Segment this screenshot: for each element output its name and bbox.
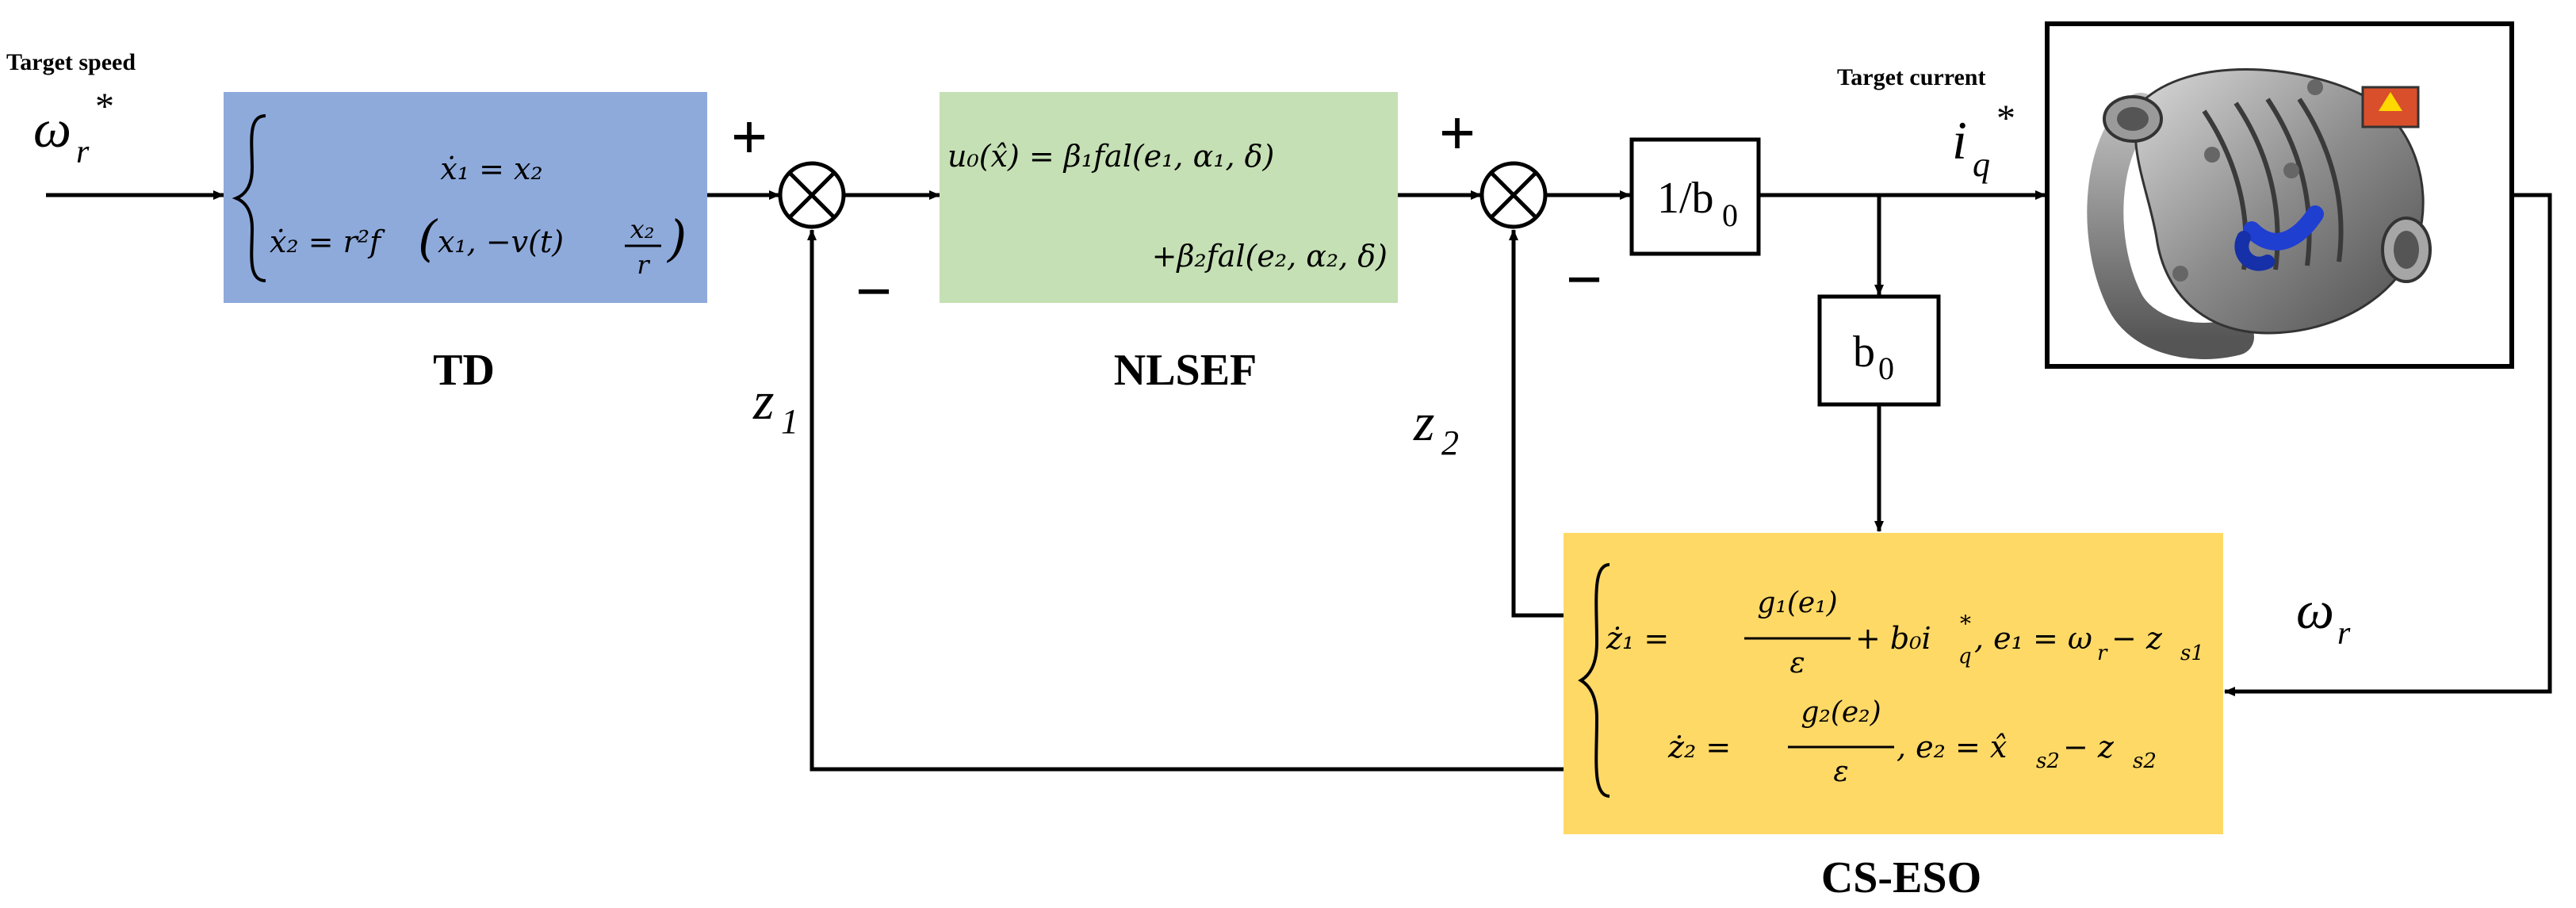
svg-text:*: * [1960, 611, 1971, 637]
eso-eq2-lhs: ż₂ = [1667, 730, 1731, 764]
z1-feedback-arrow [807, 229, 1564, 772]
inverse-b0-block: 1/b 0 [1629, 137, 1761, 256]
svg-text:ω: ω [2296, 580, 2334, 640]
z2-label: z 2 [1413, 392, 1459, 462]
eso-eq1-lhs: ż₁ = [1606, 621, 1669, 656]
nlsef-equation-2: +β₂fal(e₂, α₂, δ) [1152, 239, 1388, 274]
cs-eso-title: CS-ESO [1821, 853, 1981, 902]
z2-feedback-arrow [1509, 229, 1564, 618]
eso-eq2-den: ε [1833, 756, 1848, 788]
td-title: TD [433, 346, 495, 395]
sum2-plus-sign: + [1439, 97, 1476, 169]
td-brace [232, 114, 266, 282]
svg-text:s2: s2 [2036, 749, 2060, 773]
b0-block: b 0 [1817, 294, 1941, 407]
svg-text:*: * [1996, 98, 2015, 140]
svg-text:− z: − z [2063, 730, 2115, 764]
svg-text:i: i [1952, 110, 1967, 170]
td-equation-2b: x₁, −v(t) [438, 224, 564, 259]
nlsef-box [940, 92, 1398, 303]
svg-text:r: r [2097, 642, 2108, 665]
target-current-label: Target current [1837, 64, 1985, 90]
plant-block [2045, 21, 2514, 369]
svg-text:r: r [76, 134, 90, 170]
sum2-minus-sign: − [1566, 243, 1603, 316]
eso-eq2-num: g₂(e₂) [1801, 696, 1881, 729]
svg-text:z: z [752, 370, 774, 431]
td-box [224, 92, 707, 303]
svg-text:− z: − z [2111, 621, 2163, 656]
svg-text:*: * [95, 86, 114, 128]
svg-text:r: r [2337, 615, 2351, 652]
target-speed-label: Target speed [6, 49, 136, 75]
svg-text:1: 1 [781, 402, 798, 441]
eso-eq1-den: ε [1789, 647, 1805, 680]
nlsef-equation-1: u₀(x̂) = β₁fal(e₁, α₁, δ) [947, 139, 1274, 174]
svg-text:0: 0 [1722, 197, 1738, 233]
i-q-star-label: i q * [1952, 98, 2015, 184]
summing-junction-1 [778, 161, 846, 229]
td-fraction-den: r [637, 250, 650, 280]
svg-text:0: 0 [1878, 351, 1894, 386]
svg-text:s1: s1 [2180, 642, 2204, 665]
td-equation-1: ẋ₁ = x₂ [440, 151, 542, 186]
eso-eq2-rhs: , e₂ = x̂ [1897, 730, 2007, 764]
cs-eso-box [1564, 533, 2223, 834]
nlsef-block: u₀(x̂) = β₁fal(e₁, α₁, δ) +β₂fal(e₂, α₂,… [940, 92, 1398, 303]
eso-eq1-tail: , e₁ = ω [1974, 621, 2092, 656]
sum1-plus-sign: + [731, 101, 768, 173]
svg-text:q: q [1973, 145, 1990, 184]
td-paren-close: ) [666, 209, 687, 267]
eso-eq1-rhs: + b₀i [1855, 621, 1931, 656]
cs-eso-block: ż₁ = g₁(e₁) ε + b₀i q * , e₁ = ω r − z s… [1564, 533, 2223, 834]
z1-label: z 1 [752, 370, 798, 441]
svg-text:ω: ω [33, 98, 71, 159]
td-block: ẋ₁ = x₂ ẋ₂ = r²f ( x₁, −v(t) x₂ r ) [224, 92, 707, 303]
svg-text:s2: s2 [2133, 749, 2157, 773]
nlsef-title: NLSEF [1114, 346, 1257, 395]
td-paren-open: ( [418, 209, 438, 267]
summing-junction-2 [1479, 161, 1548, 229]
svg-text:2: 2 [1441, 423, 1459, 462]
sum1-minus-sign: − [855, 255, 893, 328]
td-equation-2a: ẋ₂ = r²f [270, 224, 385, 259]
svg-text:z: z [1413, 392, 1434, 452]
electric-compressor-picture [2087, 68, 2432, 359]
omega-r-label: ω r [2296, 580, 2351, 652]
eso-eq1-num: g₁(e₁) [1757, 587, 1837, 619]
svg-text:1/b: 1/b [1657, 174, 1714, 223]
td-fraction-num: x₂ [630, 214, 655, 244]
svg-text:b: b [1853, 328, 1875, 377]
omega-r-star-label: ω r * [33, 86, 114, 170]
svg-text:q: q [1958, 645, 1972, 669]
plant-feedback-arrow [2224, 193, 2552, 696]
